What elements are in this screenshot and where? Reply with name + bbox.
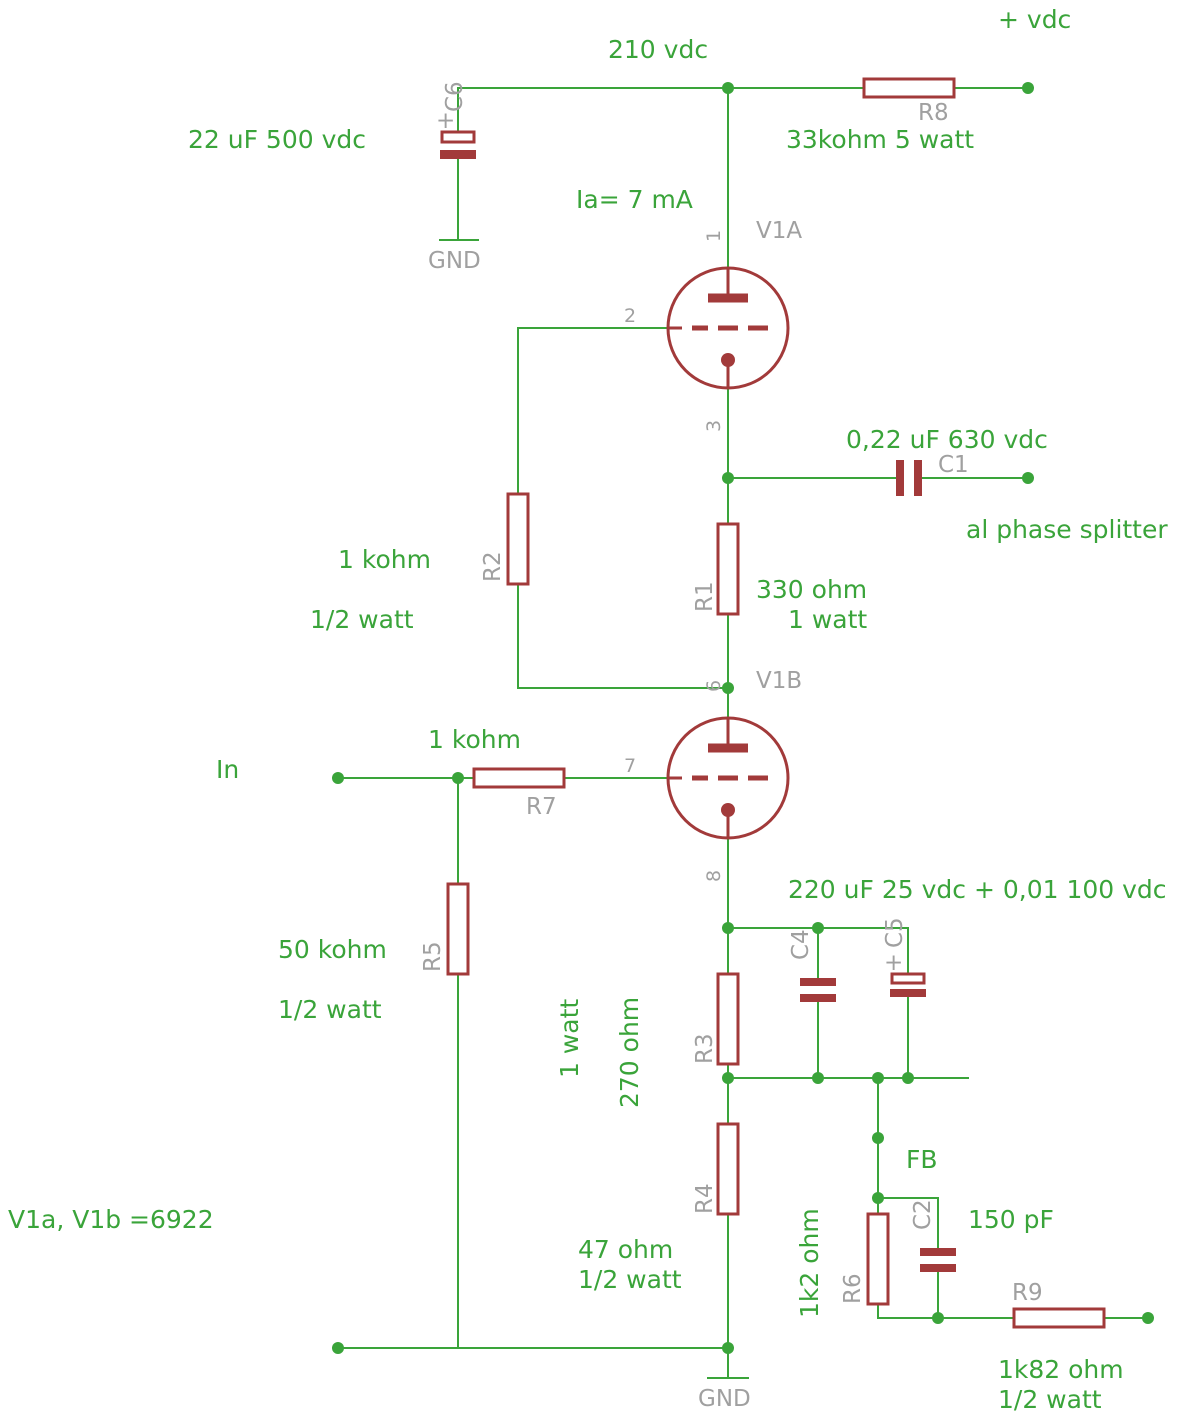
- junction-dot: [722, 82, 734, 94]
- label-r2-value: 1 kohm: [338, 545, 431, 574]
- c6-polarity-mark: +: [436, 108, 455, 134]
- ref-r8: R8: [918, 100, 949, 126]
- junction-dot: [872, 1192, 884, 1204]
- terminal-dot: [1022, 82, 1034, 94]
- ref-gnd-bottom: GND: [698, 1386, 751, 1412]
- resistor-r8: [862, 77, 956, 99]
- junction-dot: [722, 1342, 734, 1354]
- resistor-r6: [866, 1212, 890, 1306]
- resistor-r7: [472, 767, 566, 789]
- wires: [337, 87, 1149, 1379]
- capacitor-c4: [800, 978, 836, 1002]
- terminal-dot: [1142, 1312, 1154, 1324]
- label-r9-value: 1k82 ohm: [998, 1355, 1124, 1384]
- label-r1-power: 1 watt: [788, 605, 867, 634]
- label-c6-value: 22 uF 500 vdc: [188, 125, 366, 154]
- label-c2-value: 150 pF: [968, 1205, 1054, 1234]
- resistor-r9: [1012, 1307, 1106, 1329]
- junction-dot: [812, 1072, 824, 1084]
- ref-c2: C2: [910, 1199, 936, 1230]
- ref-c6: C6: [442, 81, 468, 112]
- label-input: In: [216, 755, 239, 784]
- label-phase-splitter: al phase splitter: [966, 515, 1168, 544]
- label-210-vdc: 210 vdc: [608, 35, 708, 64]
- ref-r6: R6: [840, 1273, 866, 1304]
- pin-7: 7: [624, 755, 636, 777]
- ref-r5: R5: [420, 941, 446, 972]
- label-plus-vdc: + vdc: [998, 5, 1071, 34]
- label-r8-value: 33kohm 5 watt: [786, 125, 974, 154]
- resistor-r4: [716, 1122, 740, 1216]
- pin-6: 6: [703, 680, 725, 692]
- capacitor-c2: [920, 1248, 956, 1272]
- ref-v1b: V1B: [756, 668, 802, 694]
- label-r3-power: 1 watt: [555, 999, 584, 1078]
- pin-3: 3: [703, 420, 725, 432]
- label-r2-power: 1/2 watt: [310, 605, 414, 634]
- capacitor-c6: [440, 130, 476, 159]
- junction-dot: [722, 472, 734, 484]
- triode-v1b: [666, 716, 790, 840]
- junctions: [332, 82, 1154, 1354]
- label-r4-power: 1/2 watt: [578, 1265, 682, 1294]
- label-r6-value: 1k2 ohm: [795, 1208, 824, 1318]
- terminal-dot: [332, 772, 344, 784]
- c5-polarity-mark: +: [884, 950, 903, 976]
- junction-dot: [452, 772, 464, 784]
- ref-gnd-top: GND: [428, 248, 481, 274]
- pin-2: 2: [624, 305, 636, 327]
- label-r3-value: 270 ohm: [615, 997, 644, 1108]
- ref-r3: R3: [692, 1033, 718, 1064]
- ref-c4: C4: [788, 929, 814, 960]
- label-r7-value: 1 kohm: [428, 725, 521, 754]
- ref-r7: R7: [526, 794, 557, 820]
- ref-r1: R1: [692, 581, 718, 612]
- resistor-r3: [716, 972, 740, 1066]
- junction-dot: [872, 1072, 884, 1084]
- pin-8: 8: [703, 870, 725, 882]
- resistor-r2: [506, 492, 530, 586]
- junction-dot: [722, 682, 734, 694]
- triode-v1a: [666, 266, 790, 390]
- label-r5-power: 1/2 watt: [278, 995, 382, 1024]
- ref-r4: R4: [692, 1183, 718, 1214]
- label-r1-value: 330 ohm: [756, 575, 867, 604]
- terminal-dot: [1022, 472, 1034, 484]
- ref-c5: C5: [882, 917, 908, 948]
- ref-v1a: V1A: [756, 218, 802, 244]
- pin-1: 1: [703, 230, 725, 242]
- junction-dot: [722, 922, 734, 934]
- label-plate-current: Ia= 7 mA: [576, 185, 693, 214]
- ref-r2: R2: [480, 551, 506, 582]
- label-c4c5-value: 220 uF 25 vdc + 0,01 100 vdc: [788, 875, 1167, 904]
- ref-c1: C1: [938, 452, 969, 478]
- junction-dot: [872, 1132, 884, 1144]
- junction-dot: [722, 1072, 734, 1084]
- junction-dot: [812, 922, 824, 934]
- label-r9-power: 1/2 watt: [998, 1385, 1102, 1414]
- label-r4-value: 47 ohm: [578, 1235, 673, 1264]
- resistor-r1: [716, 522, 740, 616]
- capacitor-c5: [890, 972, 926, 997]
- label-c1-value: 0,22 uF 630 vdc: [846, 425, 1048, 454]
- resistor-r5: [446, 882, 470, 976]
- junction-dot: [902, 1072, 914, 1084]
- label-fb: FB: [906, 1145, 938, 1174]
- terminal-dot: [332, 1342, 344, 1354]
- label-r5-value: 50 kohm: [278, 935, 387, 964]
- ref-r9: R9: [1012, 1280, 1043, 1306]
- capacitor-c1: [896, 460, 922, 496]
- junction-dot: [932, 1312, 944, 1324]
- label-tubes: V1a, V1b =6922: [8, 1205, 214, 1234]
